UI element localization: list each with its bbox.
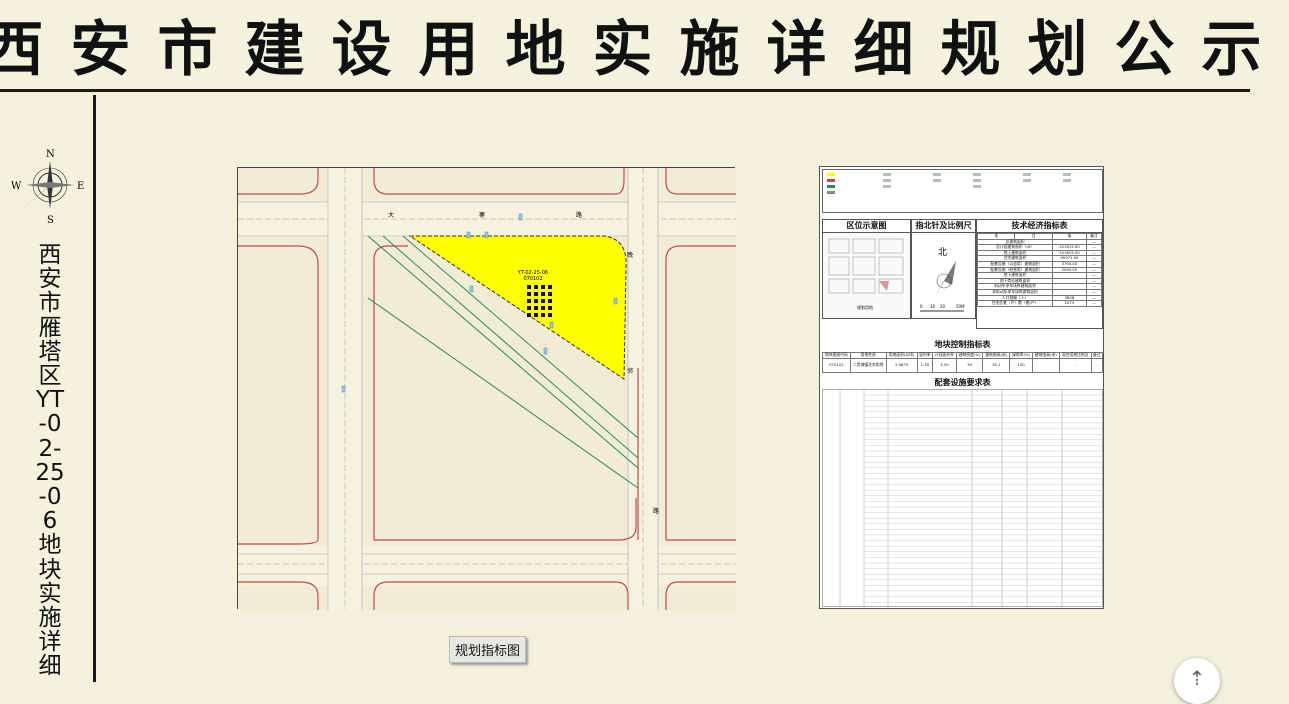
north-box: 指北针及比例尺 北 0 10 20 50M	[911, 219, 976, 319]
parcel-icons	[527, 285, 552, 317]
parcel-sub: 070102	[523, 276, 542, 282]
tech-table: 项目 指备注 总建筑面积— 总计容建筑面积（㎡）101815.00— 地上建筑面…	[976, 233, 1103, 307]
compass-n: N	[46, 149, 55, 160]
scale-10: 10	[930, 304, 936, 309]
vertical-title: 西安市雁塔区YT-02-25-06地块实施详细	[35, 242, 65, 680]
control-table: 地块图斑代码用地性质用地面积(公顷) 容积率计容面积率建筑密度(%) 建筑限高(…	[822, 352, 1104, 373]
road-char-4: 晚	[627, 251, 633, 259]
tech-title: 技术经济指标表	[977, 220, 1102, 233]
control-title: 地块控制指标表	[934, 340, 991, 349]
north-title: 指北针及比例尺	[912, 220, 975, 233]
legend-box	[822, 169, 1103, 213]
road-char-1: 大	[388, 211, 394, 219]
side-panel: N S E W 西安市雁塔区YT-02-25-06地块实施详细	[0, 95, 96, 682]
map-drawing: 大 寨 路 晚 邻 路 YT-02-25-06 070102	[238, 168, 736, 610]
location-box: 区位示意图 规划用地	[822, 219, 911, 319]
scale-50: 50M	[956, 304, 965, 309]
scroll-up-button[interactable]: ⇡	[1174, 658, 1220, 704]
north-char: 北	[938, 247, 947, 258]
road-char-3: 路	[576, 211, 582, 219]
indicator-sheet: 区位示意图 规划用地 指北针及比例尺 北 0 10	[819, 166, 1104, 609]
page-title: 西安市建设用地实施详细规划公示	[0, 15, 1289, 85]
scale-0: 0	[920, 304, 923, 309]
tech-box: 技术经济指标表 项目 指备注 总建筑面积— 总计容建筑面积（㎡）101815.0…	[976, 219, 1103, 329]
compass-icon: N S E W	[11, 149, 84, 226]
compass-e: E	[77, 181, 84, 192]
control-table-wrap: 地块图斑代码用地性质用地面积(公顷) 容积率计容面积率建筑密度(%) 建筑限高(…	[822, 352, 1104, 373]
scale-20: 20	[940, 304, 946, 309]
support-title: 配套设施要求表	[934, 378, 991, 387]
location-title: 区位示意图	[823, 220, 910, 233]
support-table-grid	[822, 389, 1103, 607]
map-caption: 规划指标图	[449, 636, 527, 663]
plan-map[interactable]: 大 寨 路 晚 邻 路 YT-02-25-06 070102	[237, 167, 736, 610]
parcel-code: YT-02-25-06	[517, 270, 548, 276]
header-bar: 西安市建设用地实施详细规划公示	[0, 0, 1262, 92]
north-arrow-icon: 北 0 10 20 50M	[920, 247, 965, 312]
compass-w: W	[11, 181, 22, 192]
compass-s: S	[47, 215, 54, 226]
road-char-2: 寨	[479, 211, 485, 219]
road-char-6: 路	[653, 507, 659, 515]
location-caption: 规划用地	[857, 304, 873, 310]
road-char-5: 邻	[627, 367, 633, 375]
location-map-icon: 规划用地	[823, 233, 910, 318]
